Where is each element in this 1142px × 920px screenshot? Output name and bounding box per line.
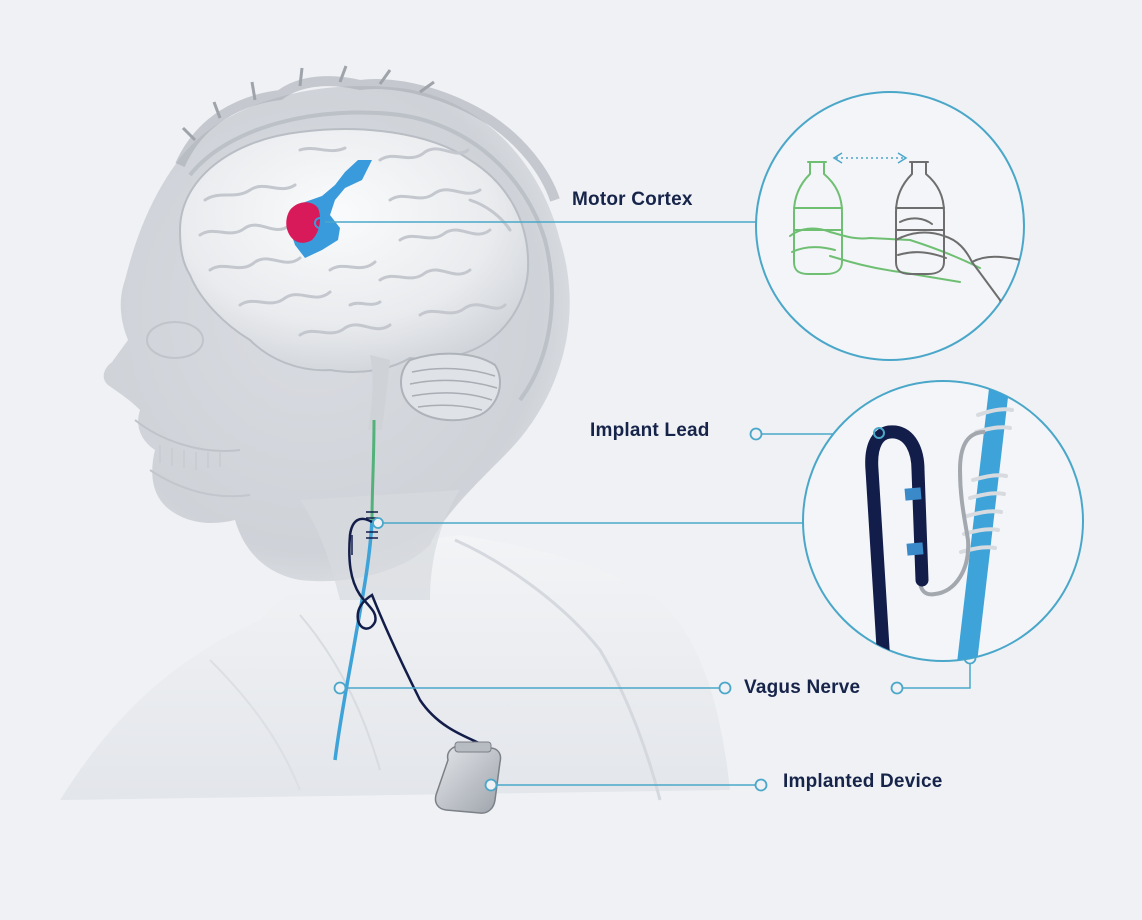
vagus-nerve-label: Vagus Nerve: [744, 677, 861, 698]
motor-cortex-label: Motor Cortex: [572, 189, 693, 210]
nerve-coil: [351, 511, 378, 555]
hand-with-bottle-icon: [895, 161, 1024, 331]
hand-with-bottle-icon: [789, 161, 981, 283]
motor-function-closeup: [755, 91, 1025, 361]
implant-lead-closeup: [865, 425, 929, 661]
leader-lines: [325, 221, 971, 786]
implanted-device-icon: [434, 741, 502, 814]
torso-illustration: [60, 535, 730, 801]
vagus-nerve-path: [333, 519, 374, 761]
brain-illustration: [178, 128, 530, 430]
motor-cortex-focus: [286, 202, 320, 243]
spinal-cord: [370, 419, 376, 521]
lead-nerve-closeup: [802, 380, 1084, 662]
implant-lead-wire: [348, 517, 499, 771]
movement-arrow: [832, 152, 908, 164]
implanted-device-label: Implanted Device: [783, 771, 943, 792]
implant-lead-label: Implant Lead: [590, 420, 710, 441]
motor-cortex-marker: [314, 217, 326, 229]
